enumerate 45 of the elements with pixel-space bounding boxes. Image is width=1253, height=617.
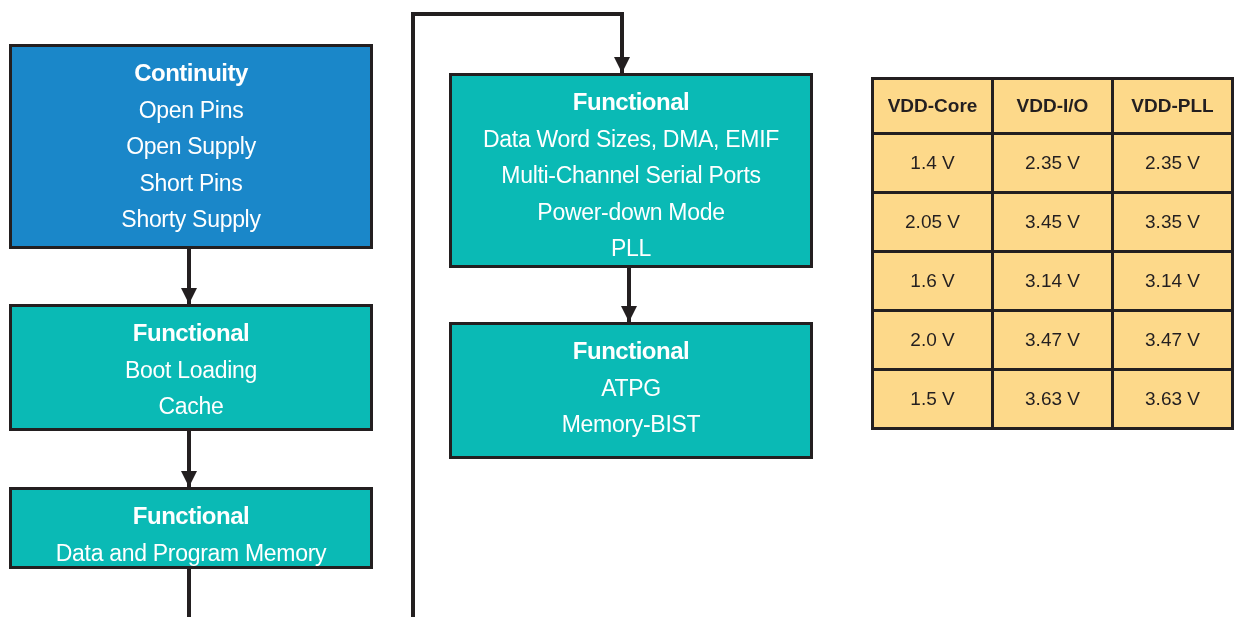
table-cell: 1.4 V [872,133,993,193]
process-box [9,487,373,569]
column-header: VDD-PLL [1112,78,1233,134]
table-cell: 3.47 V [1112,310,1233,370]
column-header: VDD-Core [872,78,993,134]
table-cell: 2.35 V [1112,133,1233,193]
box-text: Memory-BIST [561,410,701,439]
box-text: Open Supply [126,132,256,161]
box-heading: Functional [132,318,250,348]
table-cell: 3.14 V [1112,251,1233,311]
arrow [411,12,630,617]
column-header: VDD-I/O [992,78,1113,134]
box-text: Open Pins [138,95,244,125]
table-cell: 1.6 V [872,251,993,311]
arrow [621,268,637,322]
box-heading: Continuity [134,58,248,88]
box-text: Cache [158,392,224,421]
table-cell: 3.45 V [992,192,1113,252]
table-cell: 2.35 V [992,133,1113,193]
table-cell: 3.47 V [992,310,1113,370]
table-cell: 3.35 V [1112,192,1233,252]
box-text: Multi-Channel Serial Ports [501,161,761,190]
process-box [449,73,813,268]
box-text: Short Pins [139,168,243,198]
process-box [9,44,373,249]
box-heading: Functional [572,336,690,366]
table-cell: 3.63 V [992,369,1113,429]
table-cell: 3.14 V [992,251,1113,311]
process-box [449,322,813,459]
box-text: Shorty Supply [121,205,261,234]
table-cell: 1.5 V [872,369,993,429]
process-box [9,304,373,431]
box-text: Boot Loading [125,355,257,385]
arrow [181,431,197,487]
table-cell: 2.05 V [872,192,993,252]
box-heading: Functional [132,501,250,531]
table-cell: 3.63 V [1112,369,1233,429]
table-cell: 2.0 V [872,310,993,370]
box-text: Power-down Mode [537,197,725,227]
box-text: Data and Program Memory [55,538,327,568]
arrow [181,249,197,304]
box-heading: Functional [572,87,690,117]
box-text: ATPG [601,373,661,403]
box-text: Data Word Sizes, DMA, EMIF [483,124,779,154]
box-text: PLL [611,234,651,263]
